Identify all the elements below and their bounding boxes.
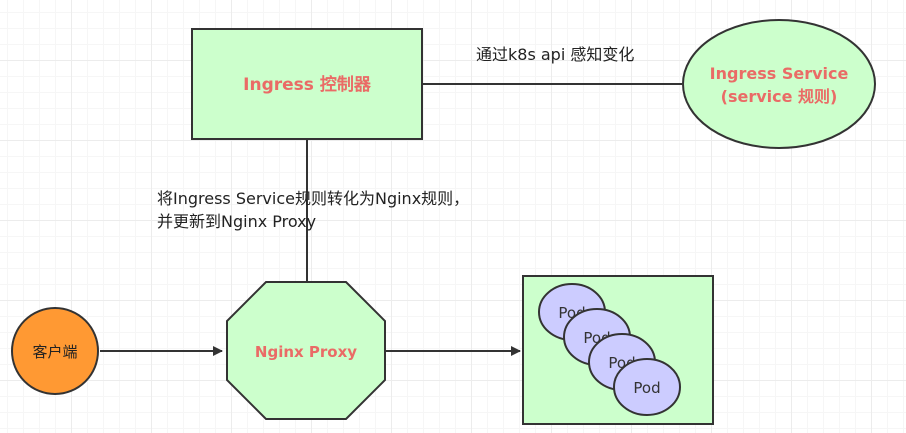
nginx-proxy-label: Nginx Proxy [255, 343, 357, 361]
ingress-service-node: Ingress Service (service 规则) [682, 19, 876, 149]
ingress-service-label-line2: (service 规则) [721, 87, 838, 106]
client-node: 客户端 [11, 307, 99, 395]
pod-4-ellipse [613, 358, 681, 416]
nginx-proxy-octagon [226, 281, 386, 420]
pod-4-label: Pod [633, 379, 660, 397]
client-circle [11, 307, 99, 395]
ingress-controller-label: Ingress 控制器 [243, 74, 372, 95]
watch-edge-label: 通过k8s api 感知变化 [476, 45, 634, 64]
client-label: 客户端 [32, 343, 77, 361]
ingress-service-ellipse [682, 19, 876, 149]
pods-node: Pod Pod Pod Pod [522, 275, 714, 425]
ingress-service-label-line1: Ingress Service [710, 64, 849, 83]
nginx-proxy-node: Nginx Proxy [226, 281, 386, 420]
convert-edge-label-line2: 并更新到Nginx Proxy [157, 212, 316, 231]
convert-edge-label-line1: 将Ingress Service规则转化为Nginx规则， [157, 189, 469, 208]
ingress-controller-node: Ingress 控制器 [191, 28, 423, 140]
pod-4: Pod [613, 358, 681, 416]
ingress-controller-box [191, 28, 423, 140]
